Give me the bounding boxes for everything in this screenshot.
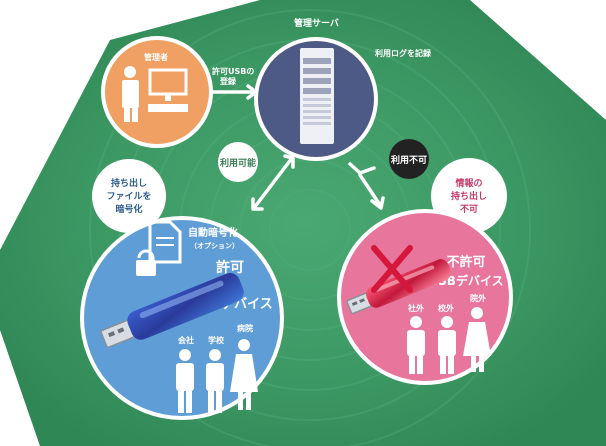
- person-icon: [230, 339, 258, 410]
- register-label-line1: 許可USBの: [212, 66, 254, 76]
- server-icon: [300, 48, 334, 144]
- denied-title-line1: 不許可: [446, 254, 485, 270]
- unusable-badge: 利用不可: [389, 139, 429, 179]
- admin-circle: 管理者: [101, 36, 213, 148]
- admin-label: 管理者: [144, 52, 168, 62]
- person-icon: [463, 307, 491, 372]
- server-circle: 管理サーバ: [254, 17, 378, 161]
- usb-drive-red-icon: [346, 259, 452, 315]
- hospital-out-label: 院外: [470, 293, 486, 303]
- denied-cross-icon: [371, 245, 413, 293]
- people-denied: 社外 校外 院外: [407, 293, 491, 374]
- allowed-usb-circle: 自動暗号化 （オプション） 許可 USBデバイス 会社 学校 病院: [80, 216, 284, 420]
- server-title: 管理サーバ: [294, 17, 339, 29]
- usable-badge: 利用可能: [218, 142, 258, 182]
- hospital-label: 病院: [237, 323, 253, 333]
- bubble-left-line2: ファイルを: [106, 191, 151, 202]
- admin-pc-icon: [122, 66, 188, 122]
- person-icon: [438, 316, 456, 374]
- person-icon: [206, 349, 224, 413]
- encrypt-bubble: 持ち出し ファイルを 暗号化: [92, 159, 166, 238]
- company-label: 会社: [178, 335, 194, 345]
- encrypted-document-icon: [136, 220, 182, 276]
- person-icon: [407, 316, 425, 374]
- connector-arrows: [203, 84, 385, 211]
- option-label: （オプション）: [190, 241, 239, 250]
- company-out-label: 社外: [407, 303, 424, 313]
- register-label-line2: 登録: [219, 76, 237, 86]
- denied-usb-circle: 不許可 USBデバイス 社外 校外 院外: [337, 209, 513, 385]
- bubble-left-line3: 暗号化: [115, 203, 142, 215]
- allowed-title-line1: 許可: [216, 259, 244, 276]
- school-label: 学校: [208, 335, 225, 345]
- encrypt-label: 自動暗号化: [188, 226, 238, 239]
- bubble-right-line2: 持ち出し: [451, 190, 487, 202]
- usable-label: 利用可能: [219, 157, 256, 169]
- bubble-right-line1: 情報の: [454, 177, 482, 189]
- person-icon: [176, 349, 194, 413]
- school-out-label: 校外: [438, 303, 454, 313]
- bubble-left-line1: 持ち出し: [111, 177, 147, 189]
- unusable-label: 利用不可: [390, 154, 427, 166]
- log-label: 利用ログを記録: [374, 48, 432, 58]
- people-allowed: 会社 学校 病院: [176, 323, 258, 413]
- usb-drive-blue-icon: [100, 273, 244, 348]
- bubble-right-line3: 不可: [460, 204, 478, 215]
